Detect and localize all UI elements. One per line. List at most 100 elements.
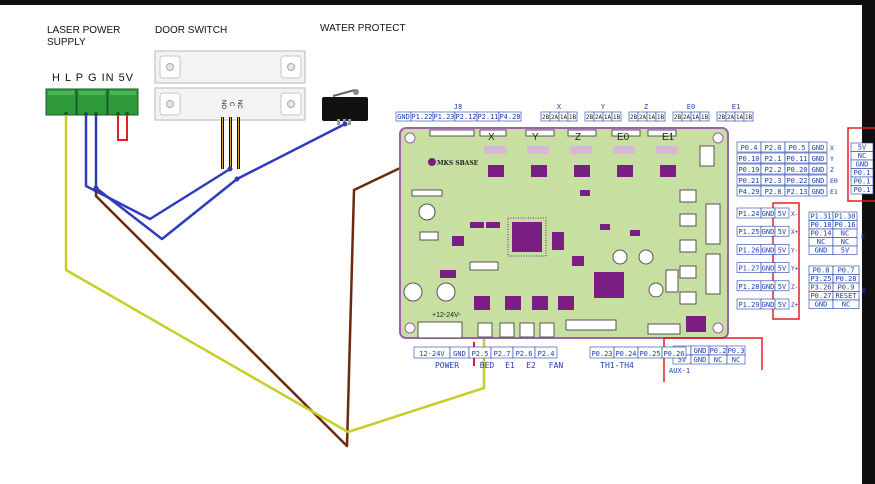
exp2-r1-c0: P0.18 [810,221,831,229]
aux1-label: AUX-1 [669,367,690,375]
motor-2-pin-0: 2B [630,114,638,121]
aux1-r1-c1: GND [694,356,707,364]
motor-table-r2-c3: GND [812,166,825,174]
top-header-e1: E1 [732,103,740,111]
endstop-0-5v: 5V [778,210,787,218]
top-header-e0: E0 [687,103,695,111]
laser-psu-title-line-2: SUPPLY [47,37,86,48]
motor-table-r1-c1: P2.1 [765,155,782,163]
endstop-4-axis: Z- [791,284,798,291]
door-switch-title: DOOR SWITCH [155,25,228,36]
top-header-j8: J8 [454,103,462,111]
door-switch [154,50,306,169]
motor-table-axis-3: E0 [830,177,838,185]
motor-table-r0-c2: P0.5 [789,144,806,152]
silk-letter-z: Z [575,132,581,143]
bottom-pin-9: P0.26 [663,350,684,358]
door-pin-nc: NC [236,100,242,109]
bottom-pin-0: 12-24V [419,350,445,358]
motor-3-pin-3: 1B [701,114,709,121]
highlight-endstop-power [772,202,800,320]
j8-pin-2: P1.23 [433,113,454,121]
water-protect-title: WATER PROTECT [320,23,406,34]
bottom-pin-5: P2.4 [538,350,555,358]
wire-blue-p [84,115,231,221]
exp2-r4-c1-cell [832,245,858,255]
laser-psu-title-line-1: LASER POWER [47,25,121,36]
motor-table-r2-c1: P2.2 [765,166,782,174]
motor-table-r4-c2: P2.13 [786,188,807,196]
motor-2-pin-1: 2A [639,114,647,121]
motor-4-pin-3-cell [743,111,754,122]
endstop-1-axis: X+ [791,229,799,236]
motor-table-r1-c3: GND [812,155,825,163]
motor-3-pin-0: 2B [674,114,682,121]
top-header-z: Z [644,103,648,111]
motor-table-r0-c1: P2.0 [765,144,782,152]
top-header-y: Y [601,103,606,111]
motor-2-pin-3-cell [655,111,666,122]
exp1-side-label: E [862,287,866,295]
wire-yellow-signal [64,115,486,434]
motor-table-r3-c0: P0.21 [738,177,759,185]
motor-table-r1-c0: P0.10 [738,155,759,163]
aux1-r1-c0: 5V [678,356,687,364]
motor-table-axis-2: Z [830,166,834,174]
edge-pin-2: GND [856,161,869,169]
motor-4-pin-1: 2A [727,114,735,121]
exp2-r3-c1: NC [841,238,849,246]
endstop-1-5v-cell [774,225,790,237]
j8-pin-5: P4.28 [499,113,520,121]
motor-3-pin-3-cell [699,111,710,122]
wire-blue-g [94,115,346,241]
motor-4-pin-3: 1B [745,114,753,121]
bottom-pin-6: P0.23 [591,350,612,358]
motor-table-r2-c2: P0.20 [786,166,807,174]
motor-table-r3-c3-cell [808,174,828,186]
bottom-pin-1: GND [453,350,466,358]
endstop-0-pin: P1.24 [738,210,759,218]
silk-letter-e1: E1 [662,132,675,143]
endstop-3-axis: Y+ [791,266,799,273]
bottom-pin-2: P2.5 [472,350,489,358]
motor-0-pin-0: 2B [542,114,550,121]
edge-pin-5: P0.1 [854,186,871,194]
endstop-4-gnd: GND [762,283,775,291]
endstop-5-5v: 5V [778,301,787,309]
motor-table-r2-c0: P0.19 [738,166,759,174]
exp2-r0-c0: P1.31 [810,213,831,221]
top-frame-strip [0,0,875,5]
exp2-r4-c0: GND [815,247,828,255]
bottom-label-power: POWER [435,361,459,370]
edge-pin-0: 5V [858,144,867,152]
laser-psu-terminal-block [45,88,139,116]
exp2-side-label: E [861,233,865,241]
wire-junction-1 [93,185,99,191]
endstop-0-axis: X- [791,211,798,218]
endstop-3-5v: 5V [778,265,787,273]
endstop-1-pin: P1.25 [738,228,759,236]
exp1-r4-c1-cell [832,299,860,309]
exp1-r4-c0: GND [815,301,828,309]
top-header-x: X [557,103,562,111]
bottom-label-e2: E2 [526,361,536,370]
exp1-r0-c1: P0.7 [838,267,855,275]
motor-table-r3-c1: P2.3 [765,177,782,185]
highlight-aux1 [663,337,763,382]
exp2-r4-c1: 5V [841,247,850,255]
motor-0-pin-3: 1B [569,114,577,121]
motor-4-pin-0: 2B [718,114,726,121]
bottom-pin-9-cell [661,346,687,359]
board-supply-label: +12-24V- [432,312,461,319]
motor-3-pin-1: 2A [683,114,691,121]
motor-table-r0-c0: P0.4 [741,144,758,152]
exp1-r2-c0: P3.26 [810,284,831,292]
motor-0-pin-2: 1A [560,114,568,121]
bottom-pin-3: P2.7 [494,350,511,358]
endstop-4-5v-cell [774,280,790,292]
endstop-2-pin: P1.26 [738,246,759,254]
endstop-1-5v: 5V [778,228,787,236]
j8-pin-5-cell [498,111,522,122]
endstop-4-pin: P1.28 [738,283,759,291]
motor-table-axis-1: Y [830,155,834,163]
